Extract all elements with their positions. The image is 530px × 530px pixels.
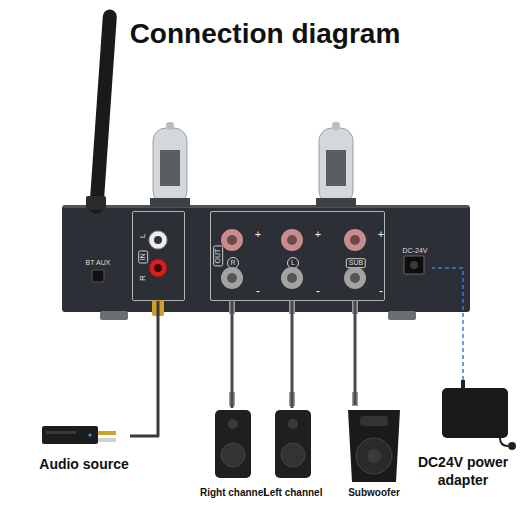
rca-plug: [98, 438, 116, 442]
node-label: Audio source: [39, 457, 128, 472]
mains-plug: [508, 442, 516, 450]
cable-connector: [130, 301, 158, 436]
node-label: DC-24V: [403, 247, 428, 255]
node-label: DC24V power adapter: [410, 454, 516, 489]
tube-tip: [332, 122, 340, 130]
banana-plug: [289, 392, 295, 406]
woofer: [281, 443, 305, 467]
cable-connector: [354, 301, 357, 405]
node-label: -: [316, 285, 320, 298]
device-led: [88, 433, 91, 436]
driver-cap: [367, 449, 381, 463]
output-terminal-group: OUT R L SUB + + + - - -: [210, 211, 385, 301]
tweeter: [288, 419, 298, 429]
node-label: IN: [138, 251, 148, 264]
amplifier-foot: [100, 311, 128, 320]
diagram-title: Connection diagram: [0, 18, 530, 50]
vacuum-tube: [319, 128, 353, 204]
node-label: +: [378, 228, 384, 240]
node-label: -: [256, 285, 260, 298]
node-label: R: [139, 275, 148, 281]
power-adapter: [442, 388, 508, 438]
node-label: -: [379, 285, 383, 298]
node-label: BT AUX: [86, 259, 111, 267]
amplifier-panel: L IN R OUT R L SUB + + + - - - DC-24V BT AUX: [62, 205, 470, 312]
cable-connector: [291, 301, 294, 408]
banana-plug: [229, 392, 235, 406]
woofer: [221, 443, 245, 467]
tube-plate: [160, 150, 180, 186]
node-label: R: [227, 257, 239, 269]
tube-plate: [326, 150, 346, 186]
vacuum-tube: [153, 128, 187, 204]
node-label: Subwoofer: [348, 487, 400, 498]
antenna: [89, 9, 117, 214]
node-label: OUT: [213, 246, 223, 267]
subwoofer: Subwoofer: [327, 405, 422, 500]
node-label: SUB: [346, 258, 366, 268]
rca-plug: [98, 431, 116, 435]
tweeter: [228, 419, 238, 429]
dc-input: DC-24V: [398, 243, 432, 283]
banana-plug: [352, 392, 358, 406]
node-label: L: [139, 234, 148, 238]
adapter-cord: [500, 438, 508, 446]
speaker-left: Left channel: [248, 408, 338, 500]
adapter-cord: [461, 380, 465, 390]
subwoofer-horn: [360, 416, 388, 426]
node-label: Left channel: [264, 487, 323, 498]
audio-source: Audio source: [36, 420, 130, 476]
cable-connector: [231, 301, 234, 408]
input-jack-group: L IN R: [132, 211, 185, 301]
subwoofer-cabinet: [348, 410, 400, 482]
power-adapter: DC24V power adapter: [408, 380, 518, 495]
speaker: [215, 410, 251, 478]
tube-tip: [166, 122, 174, 130]
speaker: [275, 410, 311, 478]
audio-source-device: [42, 426, 98, 444]
node-label: +: [255, 228, 261, 240]
node-label: Right channel: [200, 487, 266, 498]
subwoofer-driver: [356, 438, 392, 474]
device-slot: [46, 431, 76, 434]
speaker-right: Right channel: [188, 408, 278, 500]
amplifier-foot: [388, 311, 416, 320]
node-label: L: [287, 257, 299, 269]
node-label: +: [315, 228, 321, 240]
